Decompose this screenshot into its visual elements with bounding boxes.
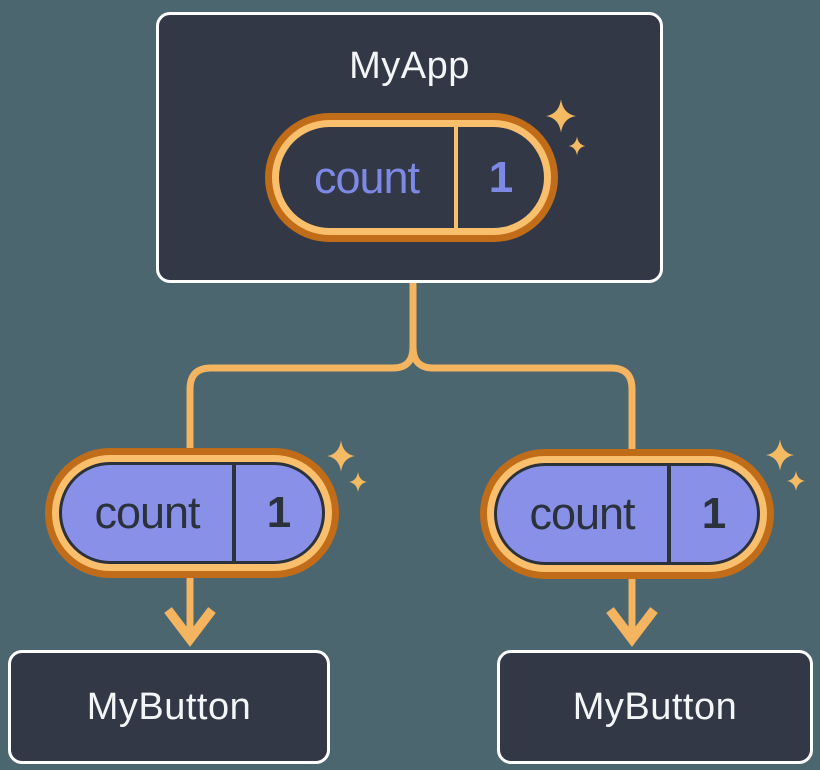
state-pill-count: count 1: [265, 113, 558, 242]
sparkle-icon: [327, 440, 367, 493]
node-mybutton-right: MyButton: [497, 650, 813, 764]
prop-pill-ring: count 1: [487, 456, 767, 572]
pill-divider: [667, 466, 671, 562]
node-mybutton-title: MyButton: [86, 685, 252, 728]
state-pill-ring: count 1: [272, 120, 551, 235]
prop-pill-value: 1: [266, 488, 292, 537]
sparkle-icon: [766, 439, 805, 492]
arrow-down-icon: [164, 607, 216, 647]
node-myapp-title: MyApp: [349, 45, 470, 87]
state-pill-value: 1: [488, 152, 514, 202]
pill-divider: [232, 465, 236, 561]
node-mybutton-title: MyButton: [572, 685, 738, 728]
prop-pill-count-right: count 1: [480, 449, 774, 579]
node-mybutton-left: MyButton: [8, 650, 330, 764]
pill-divider: [454, 127, 458, 228]
arrow-down-icon: [606, 607, 658, 647]
prop-pill-value: 1: [701, 489, 727, 538]
prop-pill-label: count: [94, 487, 200, 538]
prop-pill-count-left: count 1: [45, 448, 339, 578]
prop-pill-ring: count 1: [52, 455, 332, 571]
prop-pill-label: count: [529, 488, 635, 539]
state-pill-label: count: [313, 151, 420, 203]
